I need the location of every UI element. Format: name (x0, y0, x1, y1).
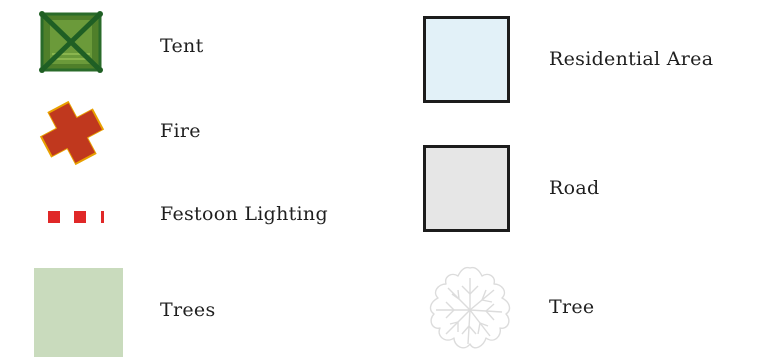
road-swatch (423, 145, 510, 232)
legend-label-tree: Tree (549, 296, 595, 318)
tent-icon (38, 10, 104, 74)
trees-area-swatch (34, 268, 123, 357)
tree-icon (424, 264, 516, 356)
legend-label-tent: Tent (160, 35, 204, 57)
legend-label-fire: Fire (160, 120, 201, 142)
fire-icon (38, 100, 106, 166)
legend-label-residential-area: Residential Area (549, 48, 714, 70)
festoon-lighting-icon (46, 208, 108, 226)
legend-label-trees: Trees (160, 299, 216, 321)
legend-label-festoon-lighting: Festoon Lighting (160, 203, 328, 225)
legend-label-road: Road (549, 177, 600, 199)
residential-area-swatch (423, 16, 510, 103)
